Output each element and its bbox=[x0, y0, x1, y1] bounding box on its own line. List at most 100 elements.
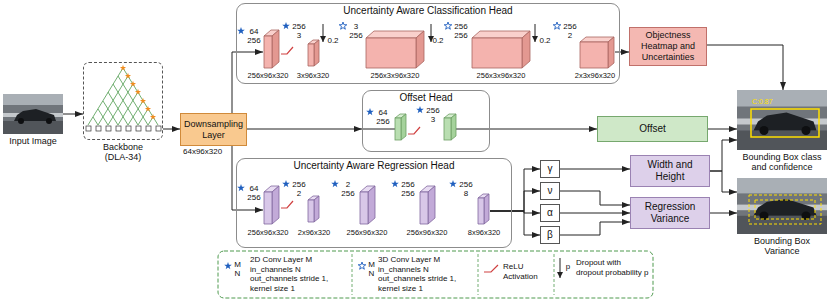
block-face bbox=[272, 30, 279, 68]
head-group: 256x96x320 2x96x320 256x96x320 256x96x320 8x… bbox=[236, 158, 512, 248]
block-face bbox=[366, 38, 416, 68]
dimension-label: 2x3x96x320 bbox=[572, 71, 618, 80]
conv2d-star bbox=[366, 108, 374, 115]
dla-node bbox=[150, 114, 156, 120]
dimension-label: 3x96x320 bbox=[293, 71, 333, 80]
box-text: ν bbox=[548, 185, 553, 197]
dropout-arrow bbox=[560, 258, 561, 278]
image-frame bbox=[3, 94, 63, 134]
block-face bbox=[472, 38, 522, 68]
output-photo bbox=[737, 178, 827, 234]
block-shape bbox=[579, 36, 615, 69]
dimension-label: 2x96x320 bbox=[294, 228, 334, 237]
conv-block: 2x3x96x320 bbox=[572, 37, 618, 81]
dla-link bbox=[123, 68, 158, 125]
dimension-label: 256x96x320 bbox=[246, 228, 290, 237]
dropout-rate: 0.2 bbox=[431, 36, 445, 45]
connector bbox=[560, 169, 630, 170]
dla-link bbox=[113, 84, 138, 125]
dla-stage bbox=[146, 126, 151, 131]
image-frame bbox=[737, 178, 827, 234]
dla-stage bbox=[86, 126, 91, 131]
box-text: 64x96x320 bbox=[183, 147, 222, 156]
channel-label: 64 256 bbox=[375, 108, 391, 126]
dla-stage bbox=[126, 126, 131, 131]
channel-label: 3 256 bbox=[348, 22, 364, 40]
offset-block bbox=[451, 114, 456, 140]
legend-symbol-label: M N bbox=[233, 260, 242, 278]
block-face bbox=[308, 44, 314, 66]
block-face bbox=[366, 31, 424, 38]
conv-block: 3x96x320 bbox=[293, 40, 333, 81]
parameter-box: ν bbox=[540, 182, 560, 200]
connector bbox=[560, 213, 630, 214]
parameter-box: β bbox=[540, 226, 560, 244]
dla-link bbox=[88, 68, 123, 125]
box-text: Width and Height bbox=[632, 159, 708, 183]
conv2d-star bbox=[237, 27, 245, 34]
connector bbox=[707, 45, 783, 90]
output-box: Offset bbox=[597, 116, 708, 142]
output-box: Regression Variance bbox=[630, 197, 710, 229]
block-face bbox=[580, 42, 608, 68]
block-face bbox=[478, 198, 484, 224]
conv2d-star bbox=[331, 180, 339, 187]
legend-divider bbox=[554, 254, 555, 295]
block-shape bbox=[365, 30, 425, 69]
channel-label: 256 256 bbox=[453, 22, 469, 40]
conv-block: 256x3x96x320 bbox=[471, 31, 531, 81]
dropout-arrow bbox=[535, 24, 536, 42]
dimension-label: 256x96x320 bbox=[405, 228, 449, 237]
channel-label: 64 256 bbox=[246, 184, 262, 202]
conv2d-star bbox=[224, 262, 232, 269]
output-box: Objectness Heatmap and Uncertainties bbox=[629, 27, 707, 66]
dla-link bbox=[93, 117, 98, 125]
variance-box bbox=[749, 195, 821, 224]
legend-text: Dropout with dropout probability p bbox=[576, 258, 650, 277]
channel-label: 256 3 bbox=[425, 106, 441, 124]
block-shape bbox=[307, 195, 320, 223]
confidence-tag: C:0.87 bbox=[752, 97, 786, 106]
conv-block: 8x96x320 bbox=[464, 194, 504, 238]
block-face bbox=[484, 194, 489, 224]
legend-symbol-label: p bbox=[564, 262, 572, 271]
box-text: Offset bbox=[639, 123, 666, 135]
block-face bbox=[472, 31, 530, 38]
legend-symbol-label: M N bbox=[367, 260, 376, 278]
group-title: Offset Head bbox=[363, 92, 489, 104]
dla-node bbox=[130, 81, 136, 87]
dimension-label: 256x96x320 bbox=[246, 71, 290, 80]
channel-label: 256 2 bbox=[291, 180, 307, 198]
conv2d-star bbox=[282, 22, 290, 29]
block-face bbox=[264, 192, 272, 224]
backbone-frame bbox=[83, 62, 163, 140]
block-face bbox=[314, 196, 319, 222]
box-text: γ bbox=[548, 163, 553, 175]
dla-stage bbox=[136, 126, 141, 131]
image-node: Bounding Box Variance bbox=[737, 178, 827, 256]
conv2d-star bbox=[416, 106, 424, 113]
dla-stage bbox=[106, 126, 111, 131]
block-shape bbox=[471, 30, 531, 69]
connector bbox=[708, 129, 737, 130]
block-shape bbox=[263, 185, 280, 225]
relu-curve bbox=[281, 47, 293, 54]
block-shape bbox=[263, 29, 280, 69]
connector bbox=[710, 171, 737, 192]
dla-link bbox=[108, 92, 128, 125]
legend-text: ReLU Activation bbox=[503, 262, 551, 281]
group-title: Uncertainty Aware Classification Head bbox=[237, 5, 619, 17]
dla-link bbox=[108, 84, 133, 125]
dimension-label: 256x3x96x320 bbox=[471, 71, 531, 80]
legend-frame bbox=[218, 251, 653, 298]
conv3d-star bbox=[444, 22, 452, 29]
dla-link bbox=[103, 101, 118, 125]
dimension-label: 256x96x320 bbox=[345, 228, 389, 237]
image-node: Input Image bbox=[3, 94, 63, 146]
block-face bbox=[608, 37, 614, 68]
image-caption: Bounding Box Variance bbox=[740, 236, 824, 256]
relu-curve bbox=[484, 265, 498, 272]
conv2d-star bbox=[237, 184, 245, 191]
block-shape bbox=[477, 193, 490, 225]
image-caption: Input Image bbox=[4, 136, 62, 146]
